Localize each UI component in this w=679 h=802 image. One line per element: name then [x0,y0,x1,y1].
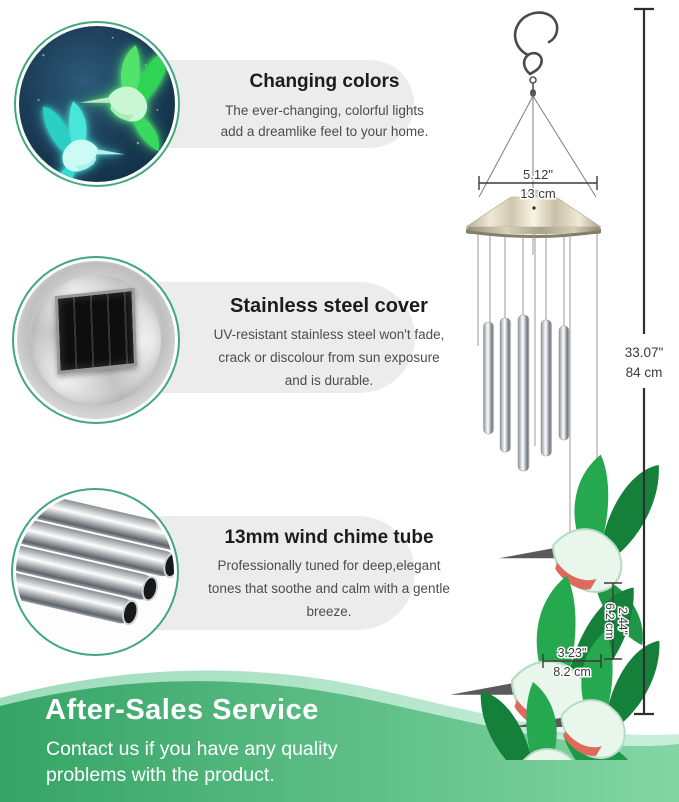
feature-title: 13mm wind chime tube [224,527,434,548]
banner-body: Contact us if you have any quality probl… [46,738,338,786]
total-height-cm: 84 cm [626,365,663,380]
bird-width-inches: 3.23" [558,646,587,660]
dimension-cover-width: 5.12" 13 cm [478,166,598,203]
feature-photo-ring [14,21,180,187]
dimension-total-height: 33.07" 84 cm [623,7,665,716]
metal-tubes-photo [16,493,174,651]
hummingbird-ornament [499,455,659,646]
feature-photo-ring [11,488,179,656]
dimension-bird-width: 3.23" 8.2 cm [542,645,602,681]
solar-cover-cone [465,189,602,238]
feature-title: Stainless steel cover [230,295,428,317]
feature-body: The ever-changing, colorful lights add a… [220,103,429,139]
banner-title: After-Sales Service [45,694,319,726]
total-height-inches: 33.07" [625,345,664,360]
glowing-hummingbirds-photo [19,26,175,182]
feature-title: Changing colors [249,71,400,92]
after-sales-banner: After-Sales Service Contact us if you ha… [0,660,679,802]
swivel-connector [529,76,537,97]
feature-photo-ring [12,256,180,424]
glowing-cyan-hummingbird-icon [43,101,125,182]
cover-width-cm: 13 cm [520,186,555,201]
bird-width-cm: 8.2 cm [553,665,591,679]
bird-height-cm: 6.2 cm [603,603,617,639]
solar-panel-icon [54,287,138,374]
chime-tubes [483,314,570,472]
chime-strings [477,234,598,579]
s-hook-icon [513,11,559,76]
cover-width-inches: 5.12" [523,167,553,182]
hanging-strings [478,95,597,198]
feature-body: Professionally tuned for deep,elegant to… [208,558,450,619]
bird-height-inches: 2.44" [616,607,630,635]
wind-chime-product-photo: 5.12" 13 cm 33.07" 84 cm 2.44" 6.2 cm 3.… [420,7,665,760]
banner-wave-dark [0,681,679,802]
feature-body: UV-resistant stainless steel won't fade,… [213,327,445,388]
solar-panel-top-photo [17,261,175,419]
glowing-green-hummingbird-icon [79,45,168,151]
tube-bundle [16,493,174,626]
dimension-bird-height: 2.44" 6.2 cm [602,582,632,660]
